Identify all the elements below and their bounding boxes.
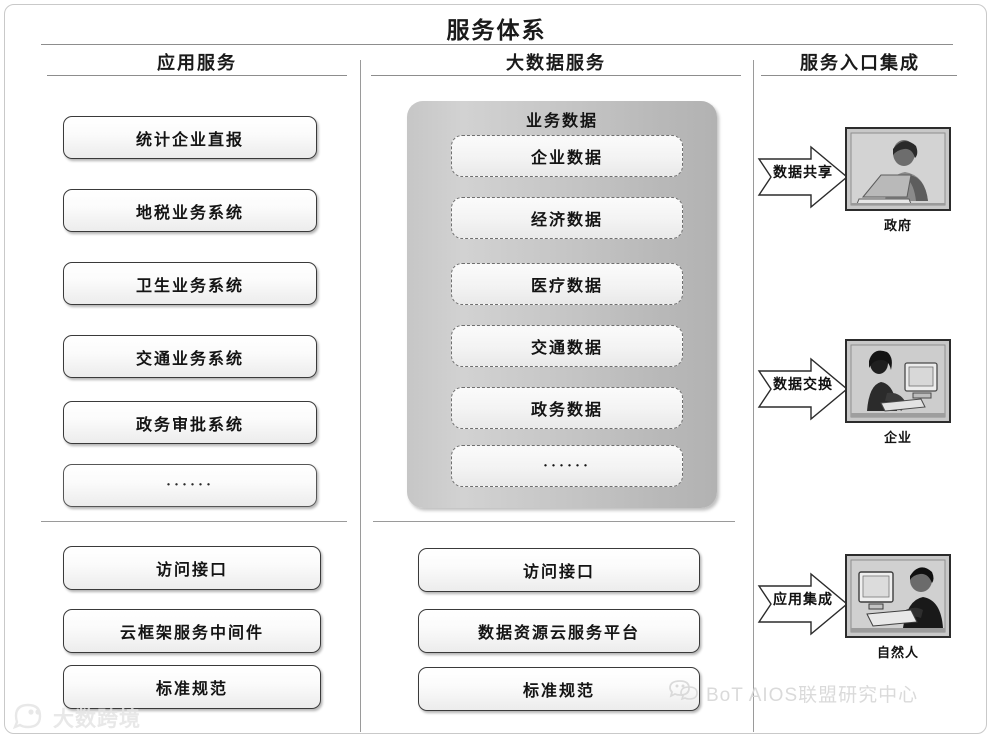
service-entry-channel: 应用集成 自然人 (757, 550, 993, 678)
diagram-frame: 服务体系 应用服务 大数据服务 服务入口集成 统计企业直报 地税业务系统 卫生业… (4, 4, 987, 734)
service-entry-channel: 数据共享 政府 (757, 123, 993, 251)
horizontal-divider-app (41, 521, 347, 522)
vertical-divider-left (360, 60, 361, 732)
service-entry-caption: 政府 (883, 218, 912, 233)
right-arrow-icon (757, 357, 849, 421)
column-header-entry-underline (761, 75, 957, 76)
title-divider (41, 44, 953, 45)
app-service-item[interactable]: 地税业务系统 (63, 189, 317, 232)
business-data-item[interactable]: 政务数据 (451, 387, 683, 429)
business-data-panel: 业务数据 企业数据 经济数据 医疗数据 交通数据 政务数据 ······ (407, 101, 717, 508)
app-service-item[interactable]: 交通业务系统 (63, 335, 317, 378)
watermark-text: BoT AIOS联盟研究中心 (706, 684, 919, 706)
service-entry-caption: 企业 (883, 430, 912, 445)
watermark-bottom-left: 大数跨境 (12, 702, 141, 734)
business-data-item[interactable]: 经济数据 (451, 197, 683, 239)
service-entry-arrow-label: 数据交换 (773, 378, 833, 393)
watermark-bottom-right: BoT AIOS联盟研究中心 (668, 678, 918, 708)
person-at-laptop-icon (845, 127, 951, 211)
page-title: 服务体系 (446, 18, 547, 43)
business-data-item[interactable]: 企业数据 (451, 135, 683, 177)
app-service-item[interactable]: 统计企业直报 (63, 116, 317, 159)
horizontal-divider-bigdata (373, 521, 735, 522)
watermark-text: 大数跨境 (53, 708, 141, 731)
bigdata-foundation-item[interactable]: 数据资源云服务平台 (418, 609, 700, 653)
right-arrow-icon (757, 572, 849, 636)
column-header-service-entry: 服务入口集成 (800, 53, 920, 73)
app-foundation-item[interactable]: 访问接口 (63, 546, 321, 590)
bigdata-foundation-item[interactable]: 访问接口 (418, 548, 700, 592)
app-service-item-ellipsis[interactable]: ······ (63, 464, 317, 507)
service-entry-caption: 自然人 (876, 645, 919, 660)
service-entry-arrow-label: 应用集成 (773, 593, 833, 608)
business-data-panel-title: 业务数据 (525, 113, 598, 130)
business-data-item-ellipsis[interactable]: ······ (451, 445, 683, 487)
vertical-divider-right (753, 60, 754, 732)
service-entry-arrow-label: 数据共享 (773, 166, 833, 181)
business-data-item[interactable]: 医疗数据 (451, 263, 683, 305)
column-header-bigdata-service: 大数据服务 (506, 53, 606, 73)
man-at-desktop-icon (845, 554, 951, 638)
right-arrow-icon (757, 145, 849, 209)
service-entry-channel: 数据交换 企业 (757, 335, 993, 463)
app-service-item[interactable]: 卫生业务系统 (63, 262, 317, 305)
column-header-app-service: 应用服务 (157, 53, 237, 73)
wechat-icon (668, 678, 698, 709)
column-header-bigdata-underline (371, 75, 741, 76)
woman-at-computer-icon (845, 339, 951, 423)
app-foundation-item[interactable]: 标准规范 (63, 665, 321, 709)
bigdata-foundation-item[interactable]: 标准规范 (418, 667, 700, 711)
app-foundation-item[interactable]: 云框架服务中间件 (63, 609, 321, 653)
app-service-item[interactable]: 政务审批系统 (63, 401, 317, 444)
business-data-item[interactable]: 交通数据 (451, 325, 683, 367)
column-header-app-underline (47, 75, 347, 76)
logo-icon (12, 703, 46, 734)
